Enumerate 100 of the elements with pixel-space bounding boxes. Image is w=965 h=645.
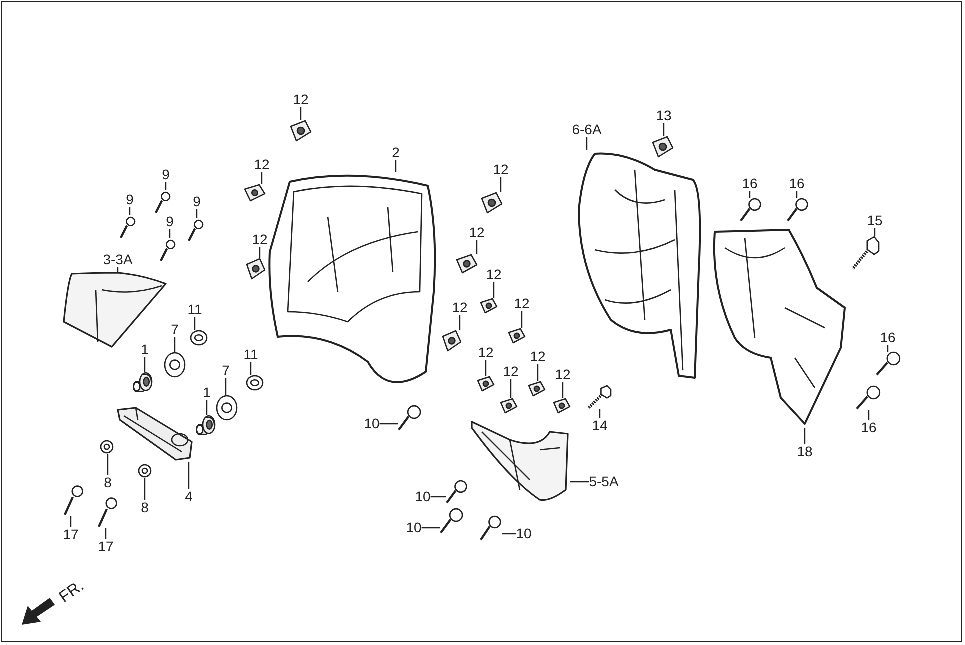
clip-drawing [290,120,312,142]
screw-drawing [446,480,468,504]
callout-number: 14 [592,418,608,434]
leader-line [300,108,302,120]
callout-number: 3-3A [103,252,133,268]
callout-number: 12 [469,226,485,240]
callout-number: 12 [293,92,309,108]
leader-line [380,423,398,425]
clip-drawing [508,328,526,344]
clip-drawing [480,298,498,314]
callout-number: 1 [203,386,211,400]
leader-line [395,160,397,172]
leader-line [174,338,176,352]
leader-line [500,178,502,192]
leader-line [459,316,461,330]
callout-number: 13 [656,108,672,124]
callout-number: 12 [452,300,468,316]
callout-number: 7 [222,364,230,378]
direction-label: FR. [57,578,87,606]
bushing-drawing [133,372,153,394]
screw-drawing [440,508,464,534]
callout-number: 16 [742,176,758,192]
callout-number: 9 [162,168,170,182]
inner-panel-drawing [575,150,703,382]
leader-line [225,378,227,395]
callout-number: 12 [486,268,502,282]
grommet-drawing [164,352,186,378]
screw-drawing [155,190,171,214]
callout-number: 15 [867,214,883,228]
leader-line [169,230,171,238]
callout-number: 10 [415,490,431,504]
screw-drawing [120,215,136,239]
leader-line [868,410,870,420]
callout-number: 12 [493,162,509,178]
lower-cover-drawing [470,420,570,504]
callout-number: 12 [530,350,546,364]
callout-number: 10 [406,520,422,536]
leader-line [663,124,665,136]
callout-number: 4 [185,490,193,504]
leader-line [749,192,751,198]
clip-drawing [553,398,571,414]
clip-drawing [528,381,546,397]
leader-line [250,362,252,375]
callout-number: 9 [166,214,174,230]
washer-drawing [100,440,114,454]
callout-number: 12 [252,232,268,248]
clip-drawing [456,254,478,274]
callout-number: 8 [141,500,149,516]
screw-drawing [740,198,762,222]
leader-line [599,409,601,418]
leader-line [144,358,146,372]
leader-line [194,318,196,330]
leader-line [261,172,263,184]
screw-drawing [856,386,882,410]
callout-number: 1 [141,342,149,358]
leader-line [804,428,806,444]
callout-number: 12 [503,364,519,380]
leader-line [510,380,512,398]
callout-number: 9 [126,192,134,208]
screw-drawing [188,218,204,242]
leader-line [107,454,109,476]
leader-line [105,528,107,540]
leader-line [188,462,190,490]
leader-line [485,360,487,376]
screw-drawing [876,352,902,376]
grommet-drawing [216,395,238,421]
callout-number: 11 [188,302,202,318]
leader-line [887,346,889,352]
callout-number: 12 [555,368,571,382]
clip-drawing [477,376,495,392]
callout-number: 10 [364,416,380,432]
leader-line [259,248,261,258]
screw-drawing [787,198,809,222]
callout-number: 9 [193,194,201,210]
leader-line [874,228,876,236]
grommet-drawing [246,375,264,391]
callout-number: 16 [789,176,805,192]
callout-number: 17 [63,528,79,542]
leader-line [430,496,446,498]
leader-line [196,210,198,218]
bolt-drawing [588,385,612,409]
callout-number: 10 [516,526,532,542]
bolt-drawing [852,236,880,270]
clip-drawing [244,184,266,202]
washer-drawing [138,464,152,478]
leader-line [521,312,523,328]
leader-line [586,138,588,150]
callout-number: 11 [244,348,258,362]
leader-line [129,208,131,215]
bracket-drawing [116,406,194,462]
leader-line [476,240,478,254]
screw-drawing [480,515,502,541]
clip-drawing [442,330,462,352]
callout-number: 12 [254,158,270,172]
callout-number: 16 [880,330,896,346]
clip-drawing [500,398,518,414]
callout-number: 16 [861,420,877,436]
leader-line [562,382,564,398]
callout-number: 17 [98,540,114,554]
leader-line [502,533,516,535]
